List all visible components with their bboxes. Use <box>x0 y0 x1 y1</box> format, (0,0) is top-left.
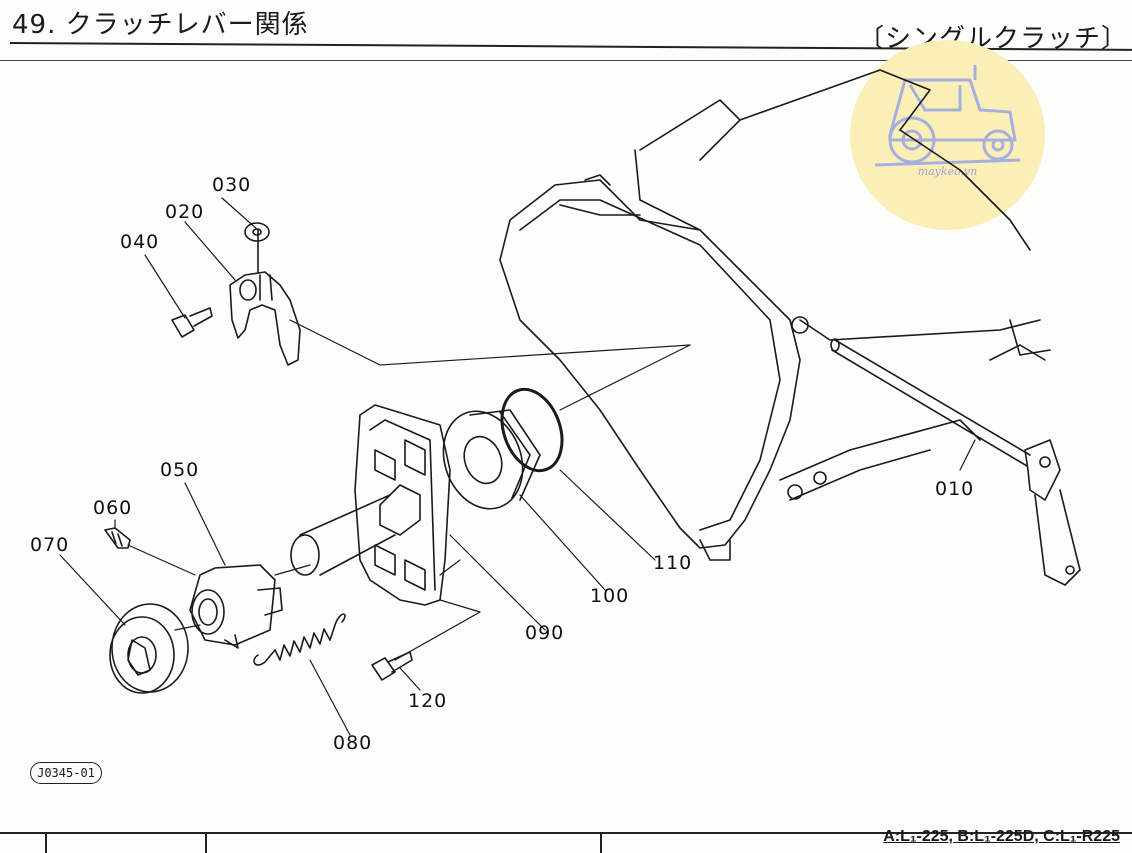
part-040-bolt <box>171 307 213 338</box>
clutch-housing <box>499 69 1051 561</box>
part-100-bearing-holder <box>442 409 541 510</box>
part-030-washer <box>244 222 270 242</box>
model-applicability: A:L₁-225, B:L₁-225D, C:L₁-R225 <box>883 828 1120 845</box>
leader-lines <box>59 197 976 736</box>
callout-120: 120 <box>408 690 448 712</box>
footer-rule <box>0 832 1132 834</box>
page-title: 49. クラッチレバー関係 <box>12 10 309 40</box>
callout-030: 030 <box>212 174 252 196</box>
part-010-clutch-shaft <box>830 338 1081 586</box>
part-090-release-fork <box>290 404 451 606</box>
part-110-o-ring <box>500 387 564 473</box>
footer-separator <box>45 833 47 853</box>
part-050-release-sleeve <box>189 564 283 649</box>
drawing-code: J0345-01 <box>30 762 102 784</box>
title-rule-lower <box>0 60 1132 61</box>
callout-100: 100 <box>590 585 630 607</box>
callout-040: 040 <box>120 231 160 253</box>
watermark-text: maykeo.vn <box>917 165 978 178</box>
callout-070: 070 <box>30 534 70 556</box>
callout-010: 010 <box>935 478 975 500</box>
part-020-clutch-lever <box>229 229 301 366</box>
callout-080: 080 <box>333 732 373 754</box>
callout-060: 060 <box>93 497 133 519</box>
callout-110: 110 <box>653 552 693 574</box>
callout-020: 020 <box>165 201 205 223</box>
part-070-release-bearing <box>109 603 189 694</box>
callout-090: 090 <box>525 622 565 644</box>
part-060-grease-nipple <box>104 527 131 549</box>
part-080-return-spring <box>253 613 346 666</box>
footer-separator <box>600 833 602 853</box>
callout-050: 050 <box>160 459 200 481</box>
part-120-bolt <box>371 651 413 681</box>
footer-separator <box>205 833 207 853</box>
